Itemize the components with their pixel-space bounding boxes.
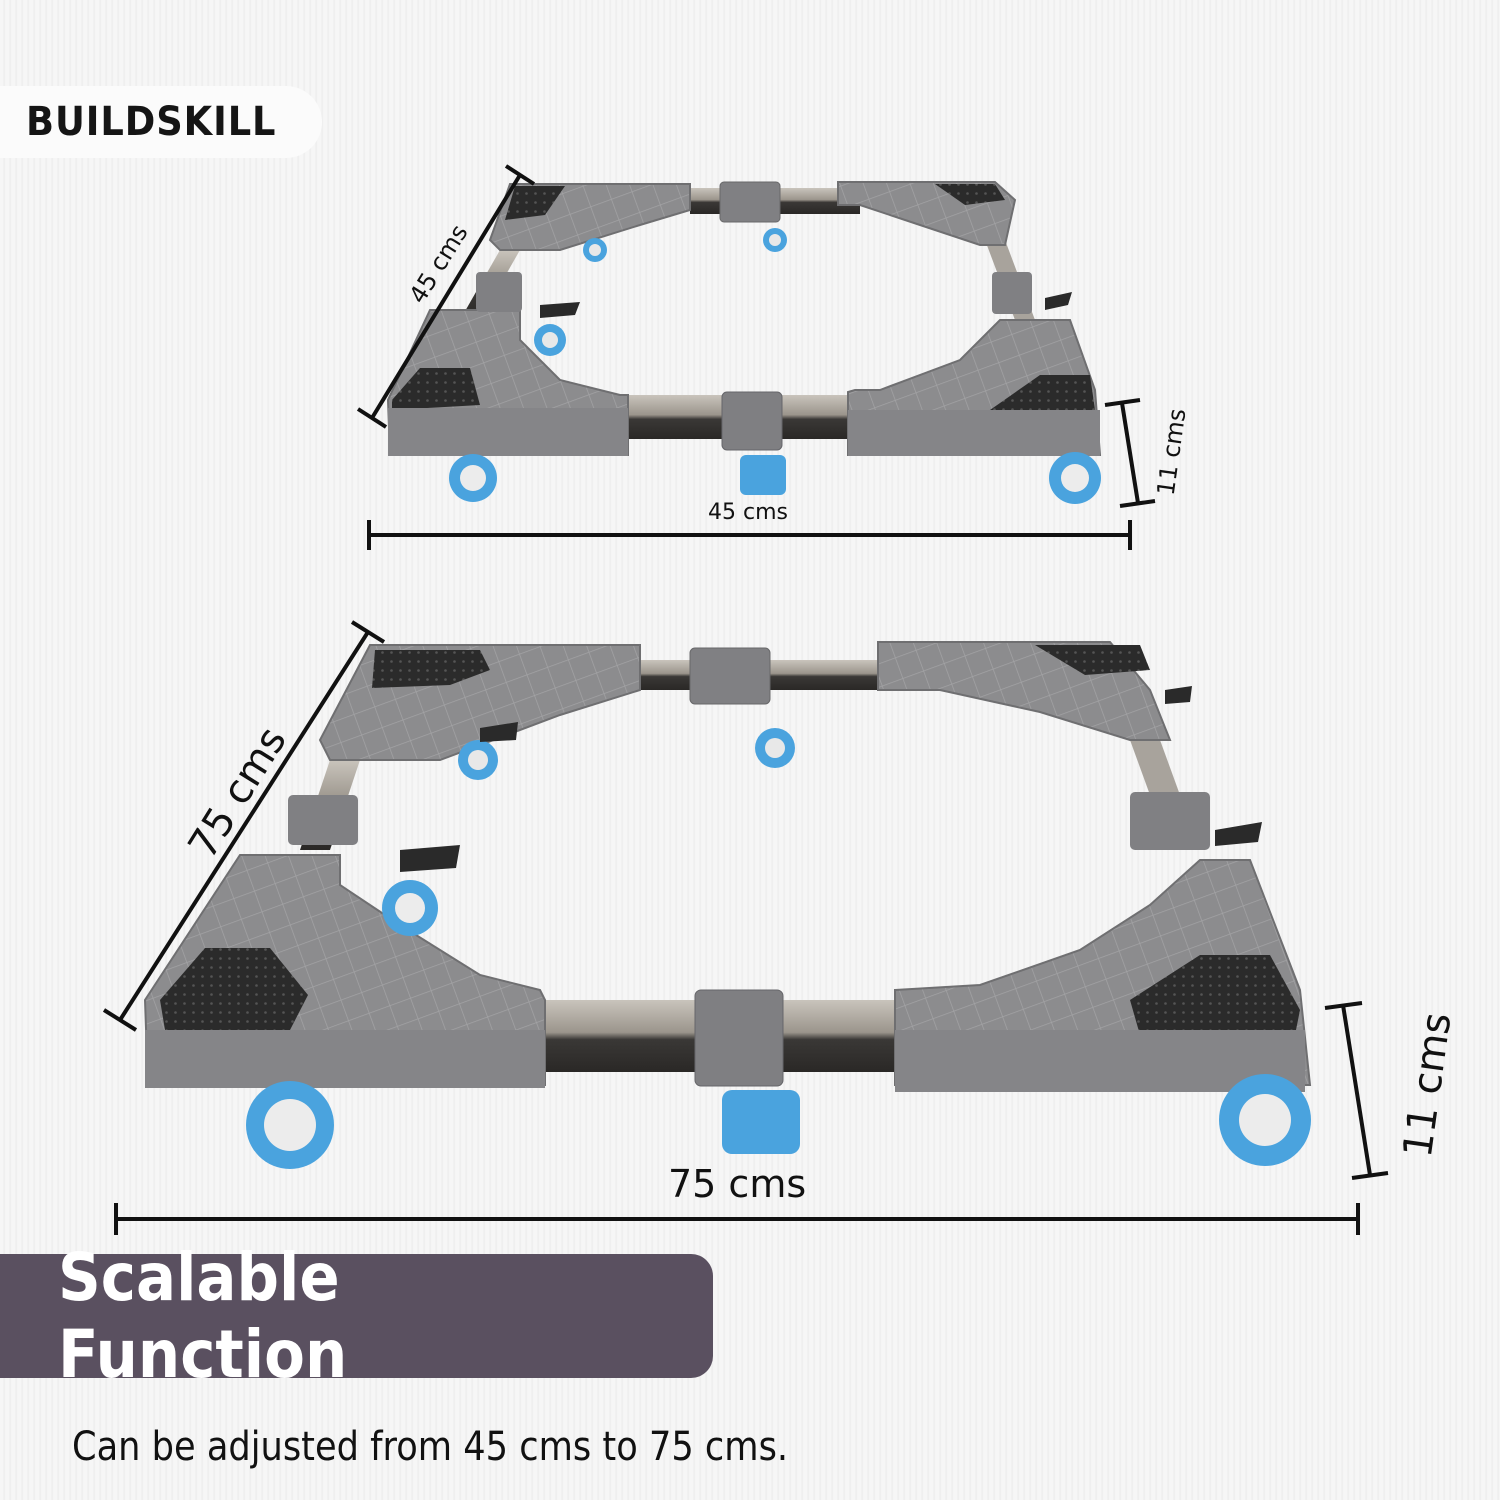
feature-title: Scalable Function bbox=[58, 1239, 348, 1393]
rubber-pad-icon bbox=[372, 650, 490, 688]
brake-lever-icon bbox=[1045, 292, 1072, 310]
brake-lever-icon bbox=[480, 722, 518, 742]
rubber-pad-icon bbox=[160, 948, 308, 1030]
compact-width-label: 45 cms bbox=[708, 500, 788, 525]
brand-name: BUILDSKILL bbox=[26, 99, 277, 145]
brake-lever-icon bbox=[400, 845, 460, 872]
rubber-pad-icon bbox=[935, 184, 1005, 205]
feature-title-banner: Scalable Function bbox=[0, 1239, 713, 1393]
brake-lever-icon bbox=[1215, 822, 1262, 846]
expanded-width-label: 75 cms bbox=[668, 1162, 807, 1206]
caster-wheel-icon bbox=[449, 228, 1101, 504]
compact-stand bbox=[386, 181, 1102, 504]
rubber-pad-icon bbox=[1130, 955, 1300, 1035]
expanded-stand bbox=[143, 641, 1312, 1169]
rubber-pad-icon bbox=[392, 368, 480, 410]
rubber-pad-icon bbox=[990, 375, 1095, 410]
expanded-dimension-lines bbox=[102, 620, 1389, 1235]
caster-wheel-icon bbox=[246, 728, 1311, 1169]
brake-lever-icon bbox=[1165, 686, 1192, 704]
feature-description: Can be adjusted from 45 cms to 75 cms. bbox=[72, 1424, 789, 1470]
brake-lever-icon bbox=[540, 302, 580, 318]
rubber-pad-icon bbox=[505, 186, 565, 220]
compact-dimension-lines bbox=[356, 164, 1156, 550]
brand-logo-badge: BUILDSKILL bbox=[0, 86, 322, 158]
rubber-pad-icon bbox=[1035, 645, 1150, 675]
